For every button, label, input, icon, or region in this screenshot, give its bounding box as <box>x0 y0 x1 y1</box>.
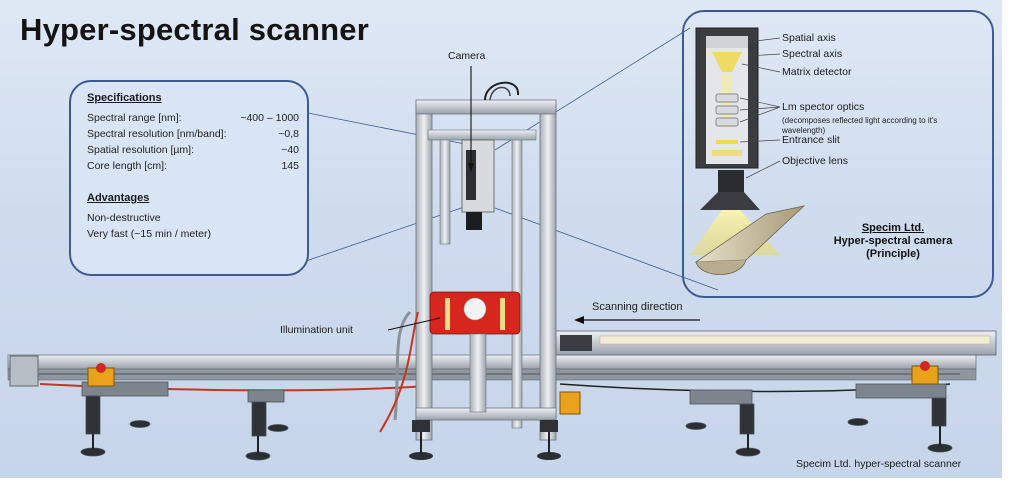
control-box <box>559 391 581 415</box>
spec-row-label: Spectral range [nm]: <box>87 112 182 124</box>
label-matrix-detector: Matrix detector <box>782 66 852 78</box>
figure-caption: Specim Ltd. hyper-spectral scanner <box>796 458 962 470</box>
label-optics: Lm spector optics <box>782 101 865 113</box>
advantage-item: Non-destructive <box>87 212 161 224</box>
scanner-illustration <box>7 27 997 461</box>
table-legs <box>80 381 953 461</box>
specifications-heading: Specifications <box>87 92 162 104</box>
spec-row-value: ~0,8 <box>278 128 299 140</box>
label-spatial-axis: Spatial axis <box>782 32 836 44</box>
camera-pointer-head <box>468 163 474 172</box>
credit-subtitle: (Principle) <box>866 248 920 260</box>
gantry-frame <box>409 99 561 460</box>
spec-row-label: Spatial resolution [µm]: <box>87 144 195 156</box>
sample-tray <box>555 330 997 356</box>
spec-row-label: Spectral resolution [nm/band]: <box>87 128 227 140</box>
emergency-stop-right <box>911 361 939 385</box>
camera-unit <box>461 81 520 230</box>
camera-connector-line <box>494 27 691 151</box>
rail-end-block <box>9 355 39 387</box>
label-objective-lens: Objective lens <box>782 155 848 167</box>
illumination-label: Illumination unit <box>280 324 353 336</box>
spec-row-value: 145 <box>281 160 299 172</box>
credit-company: Specim Ltd. <box>861 222 925 234</box>
label-entrance-slit: Entrance slit <box>782 134 840 146</box>
scanning-direction-label: Scanning direction <box>592 301 683 313</box>
slide: Hyper-spectral scanner Specifications Sp… <box>0 0 1002 478</box>
emergency-stop-left <box>87 363 115 387</box>
advantages-heading: Advantages <box>87 192 150 204</box>
camera-principle-drawing <box>690 27 806 275</box>
spec-row-value: ~40 <box>281 144 299 156</box>
camera-label: Camera <box>448 50 486 62</box>
scanning-direction-arrow-head <box>574 316 584 324</box>
page-title: Hyper-spectral scanner <box>20 12 370 47</box>
spec-row-value: ~400 – 1000 <box>240 112 299 124</box>
label-spectral-axis: Spectral axis <box>782 48 843 60</box>
illumination-unit <box>379 291 521 433</box>
camera-label-leaders <box>739 37 781 179</box>
credit-title: Hyper-spectral camera <box>833 235 953 247</box>
camera-connector-line <box>494 207 719 291</box>
camera-credit: Specim Ltd. Hyper-spectral camera (Princ… <box>828 222 958 261</box>
spec-row-label: Core length [cm]: <box>87 160 167 172</box>
label-optics-note: (decomposes reflected light according to… <box>782 116 938 135</box>
specifications-panel: Specifications Spectral range [nm]: ~400… <box>69 80 309 276</box>
illumination-pointer <box>387 317 441 331</box>
advantage-item: Very fast (~15 min / meter) <box>87 228 212 240</box>
camera-principle-panel <box>682 10 994 298</box>
